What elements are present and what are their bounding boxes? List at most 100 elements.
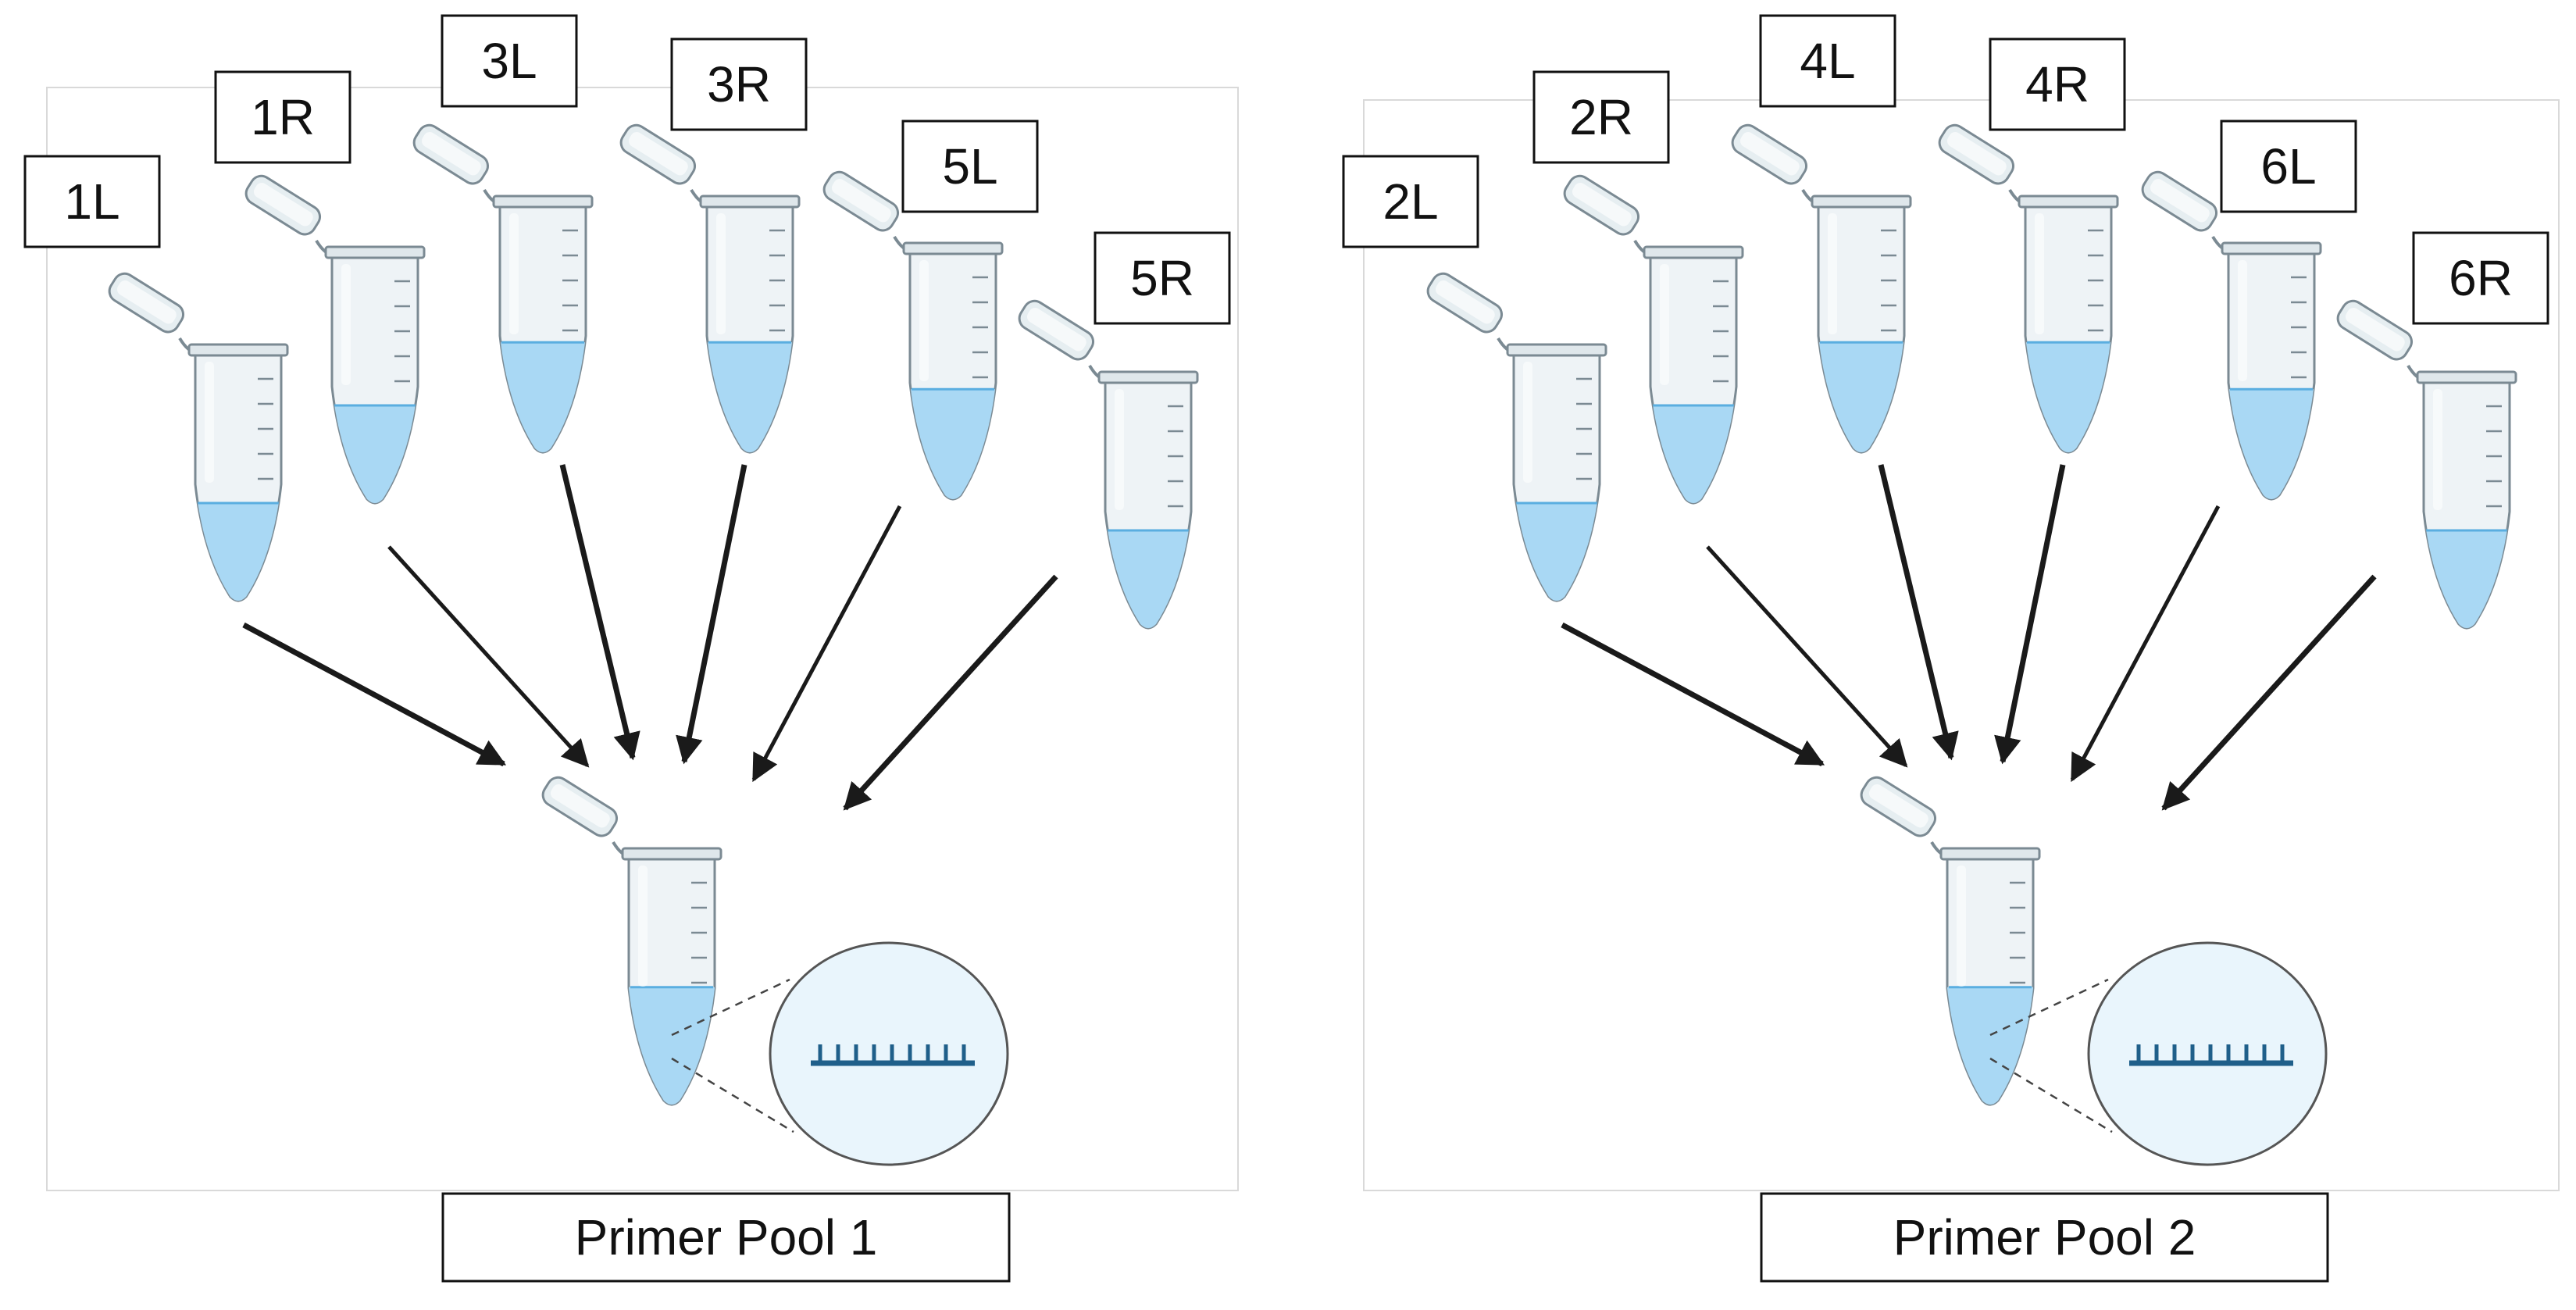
tube-label-text-6L: 6L <box>2260 138 2316 195</box>
primer-pool-1: 1L 1R 3L 3R 5L 5R Primer Pool 1 <box>23 14 1239 1283</box>
pool-1-tube-5R-microcentrifuge-tube <box>1018 299 1199 630</box>
pool-2-pooling-arrow <box>1994 464 2066 765</box>
pool-2-zoom-line <box>1989 1057 2113 1133</box>
pool-1-tube-1R-tube-lid-highlight <box>253 183 313 227</box>
tube-label-2R: 2R <box>1532 70 1670 164</box>
pool-1-tube-5L-microcentrifuge-tube <box>822 170 1004 501</box>
tube-label-text-3R: 3R <box>707 56 771 112</box>
pool-1-tube-3L-tube-highlight <box>509 213 519 334</box>
pool-1-title-box <box>441 1192 1011 1283</box>
tube-label-text-2R: 2R <box>1569 89 1633 145</box>
pool-1-tube-5L-tube-highlight <box>919 260 929 381</box>
tube-label-box-1R <box>214 70 351 164</box>
pool-2-pooling-arrow <box>1706 545 1908 768</box>
tube-label-box-3R <box>670 37 808 131</box>
tube-label-3L: 3L <box>441 14 578 108</box>
pool-1-tube-1L-tube-rim <box>187 343 289 357</box>
tube-label-text-4L: 4L <box>1800 33 1855 89</box>
pool-1-tube-5R-tube-lid <box>1018 299 1095 361</box>
pool-2-tube-6L-tube-liquid <box>2228 389 2314 499</box>
pool-1-tube-3R-tube-rim <box>699 195 801 209</box>
pool-1-tube-1L-tube-highlight <box>205 362 214 483</box>
pool-2-title-text: Primer Pool 2 <box>1893 1209 2196 1265</box>
pool-1-tube-1R-tube-lid <box>244 174 322 236</box>
tube-label-box-3L <box>441 14 578 108</box>
pool-2-title-box <box>1760 1192 2329 1283</box>
tube-label-text-4R: 4R <box>2025 56 2089 112</box>
pool-2-tube-4L-tube-highlight <box>1828 213 1837 334</box>
pool-2-tube-4R-tube-rim <box>2018 195 2119 209</box>
pool-1-tube-3L-tube-rim <box>492 195 594 209</box>
pool-1-zoom-line <box>671 978 790 1037</box>
pool-2-destination-tube-highlight <box>1957 866 1966 987</box>
pool-2-tube-4L-tube-rim <box>1811 195 1912 209</box>
pool-1-destination-tube-highlight <box>638 866 648 987</box>
tube-label-text-1L: 1L <box>64 173 120 230</box>
tube-label-text-3L: 3L <box>481 33 537 89</box>
pool-1-tube-5R-tube-lid-highlight <box>1026 308 1086 352</box>
pool-1-primer-oligo-icon <box>811 1044 975 1066</box>
tube-label-box-4R <box>1989 37 2126 131</box>
pool-1-tube-3R-microcentrifuge-tube <box>619 123 801 454</box>
pool-2-tube-6R-tube-highlight <box>2433 389 2442 510</box>
tube-label-text-1R: 1R <box>251 89 315 145</box>
pool-1-tube-1L-microcentrifuge-tube <box>108 272 289 602</box>
pool-1-magnifier-circle <box>769 941 1009 1166</box>
pool-2-tube-2L-tube-rim <box>1506 343 1607 357</box>
pool-1-tube-1L-tube-lid-highlight <box>116 280 177 324</box>
pool-2-panel-frame <box>1363 99 2560 1191</box>
pool-2-tube-2R-tube-lid <box>1563 174 1640 236</box>
tube-label-text-2L: 2L <box>1383 173 1438 230</box>
pool-2-tube-6R-tube-lid-highlight <box>2345 308 2405 352</box>
pool-2-destination-tube-lid <box>1860 776 1937 837</box>
pool-2-tube-4L-microcentrifuge-tube <box>1731 123 1912 454</box>
pool-1-tube-1R-microcentrifuge-tube <box>244 174 426 505</box>
pool-2-tube-6R-tube-liquid <box>2424 530 2510 628</box>
pool-2-tube-4L-tube-liquid <box>1818 342 1904 452</box>
pool-2-primer-oligo-icon <box>2129 1044 2293 1066</box>
tube-label-1R: 1R <box>214 70 351 164</box>
pool-1-tube-5L-tube-liquid <box>910 389 996 499</box>
pool-1-tube-5R-tube-highlight <box>1115 389 1124 510</box>
pool-2-tube-4R-microcentrifuge-tube <box>1938 123 2119 454</box>
pool-2-magnifier-circle <box>2087 941 2328 1166</box>
pool-1-pooling-arrow <box>559 464 640 761</box>
tube-label-5R: 5R <box>1094 231 1231 325</box>
tube-label-4L: 4L <box>1759 14 1896 108</box>
pool-1-pooling-arrow <box>843 574 1058 811</box>
pool-2-tube-4R-tube-lid <box>1938 123 2015 185</box>
pool-1-tube-3R-tube-highlight <box>716 213 726 334</box>
tube-label-5L: 5L <box>901 120 1039 213</box>
pool-1-tube-3L-tube-lid-highlight <box>421 132 481 176</box>
pool-2-title: Primer Pool 2 <box>1760 1192 2329 1283</box>
pool-1-pooling-arrow <box>751 505 902 783</box>
tube-label-4R: 4R <box>1989 37 2126 131</box>
pool-1-tube-5L-tube-rim <box>902 241 1004 255</box>
pool-1-destination-microcentrifuge-tube <box>541 776 722 1106</box>
pool-2-tube-6L-tube-lid <box>2141 170 2218 232</box>
pool-1-tube-3R-tube-liquid <box>707 342 793 452</box>
tube-label-box-4L <box>1759 14 1896 108</box>
pool-1-tube-3L-tube-liquid <box>500 342 586 452</box>
tube-label-6R: 6R <box>2412 231 2549 325</box>
pool-1-title-text: Primer Pool 1 <box>575 1209 878 1265</box>
pool-2-pooling-arrow <box>1878 464 1959 761</box>
pool-1-tube-5R-tube-liquid <box>1105 530 1191 628</box>
tube-label-box-6R <box>2412 231 2549 325</box>
pool-1-tube-1R-tube-liquid <box>332 405 418 503</box>
pool-2-tube-6R-tube-lid <box>2336 299 2414 361</box>
pool-2-tube-6L-tube-lid-highlight <box>2150 179 2210 223</box>
tube-label-box-2R <box>1532 70 1670 164</box>
pool-2-tube-6L-tube-rim <box>2221 241 2322 255</box>
pool-2-tube-2R-tube-liquid <box>1650 405 1736 503</box>
pool-1-tube-5L-tube-lid-highlight <box>831 179 891 223</box>
pool-1-pooling-arrow <box>676 464 747 765</box>
pool-2-tube-4R-tube-highlight <box>2035 213 2044 334</box>
pool-1-tube-1R-tube-rim <box>324 245 426 259</box>
primer-pool-2: 2L 2R 4L 4R 6L 6R Primer Pool 2 <box>1342 14 2560 1283</box>
pool-2-destination-microcentrifuge-tube <box>1860 776 2041 1106</box>
pool-2-tube-4R-tube-lid-highlight <box>1946 132 2007 176</box>
pool-2-tube-6L-tube-highlight <box>2238 260 2247 381</box>
pool-2-tube-2L-microcentrifuge-tube <box>1426 272 1607 602</box>
tube-label-box-2L <box>1342 155 1479 248</box>
